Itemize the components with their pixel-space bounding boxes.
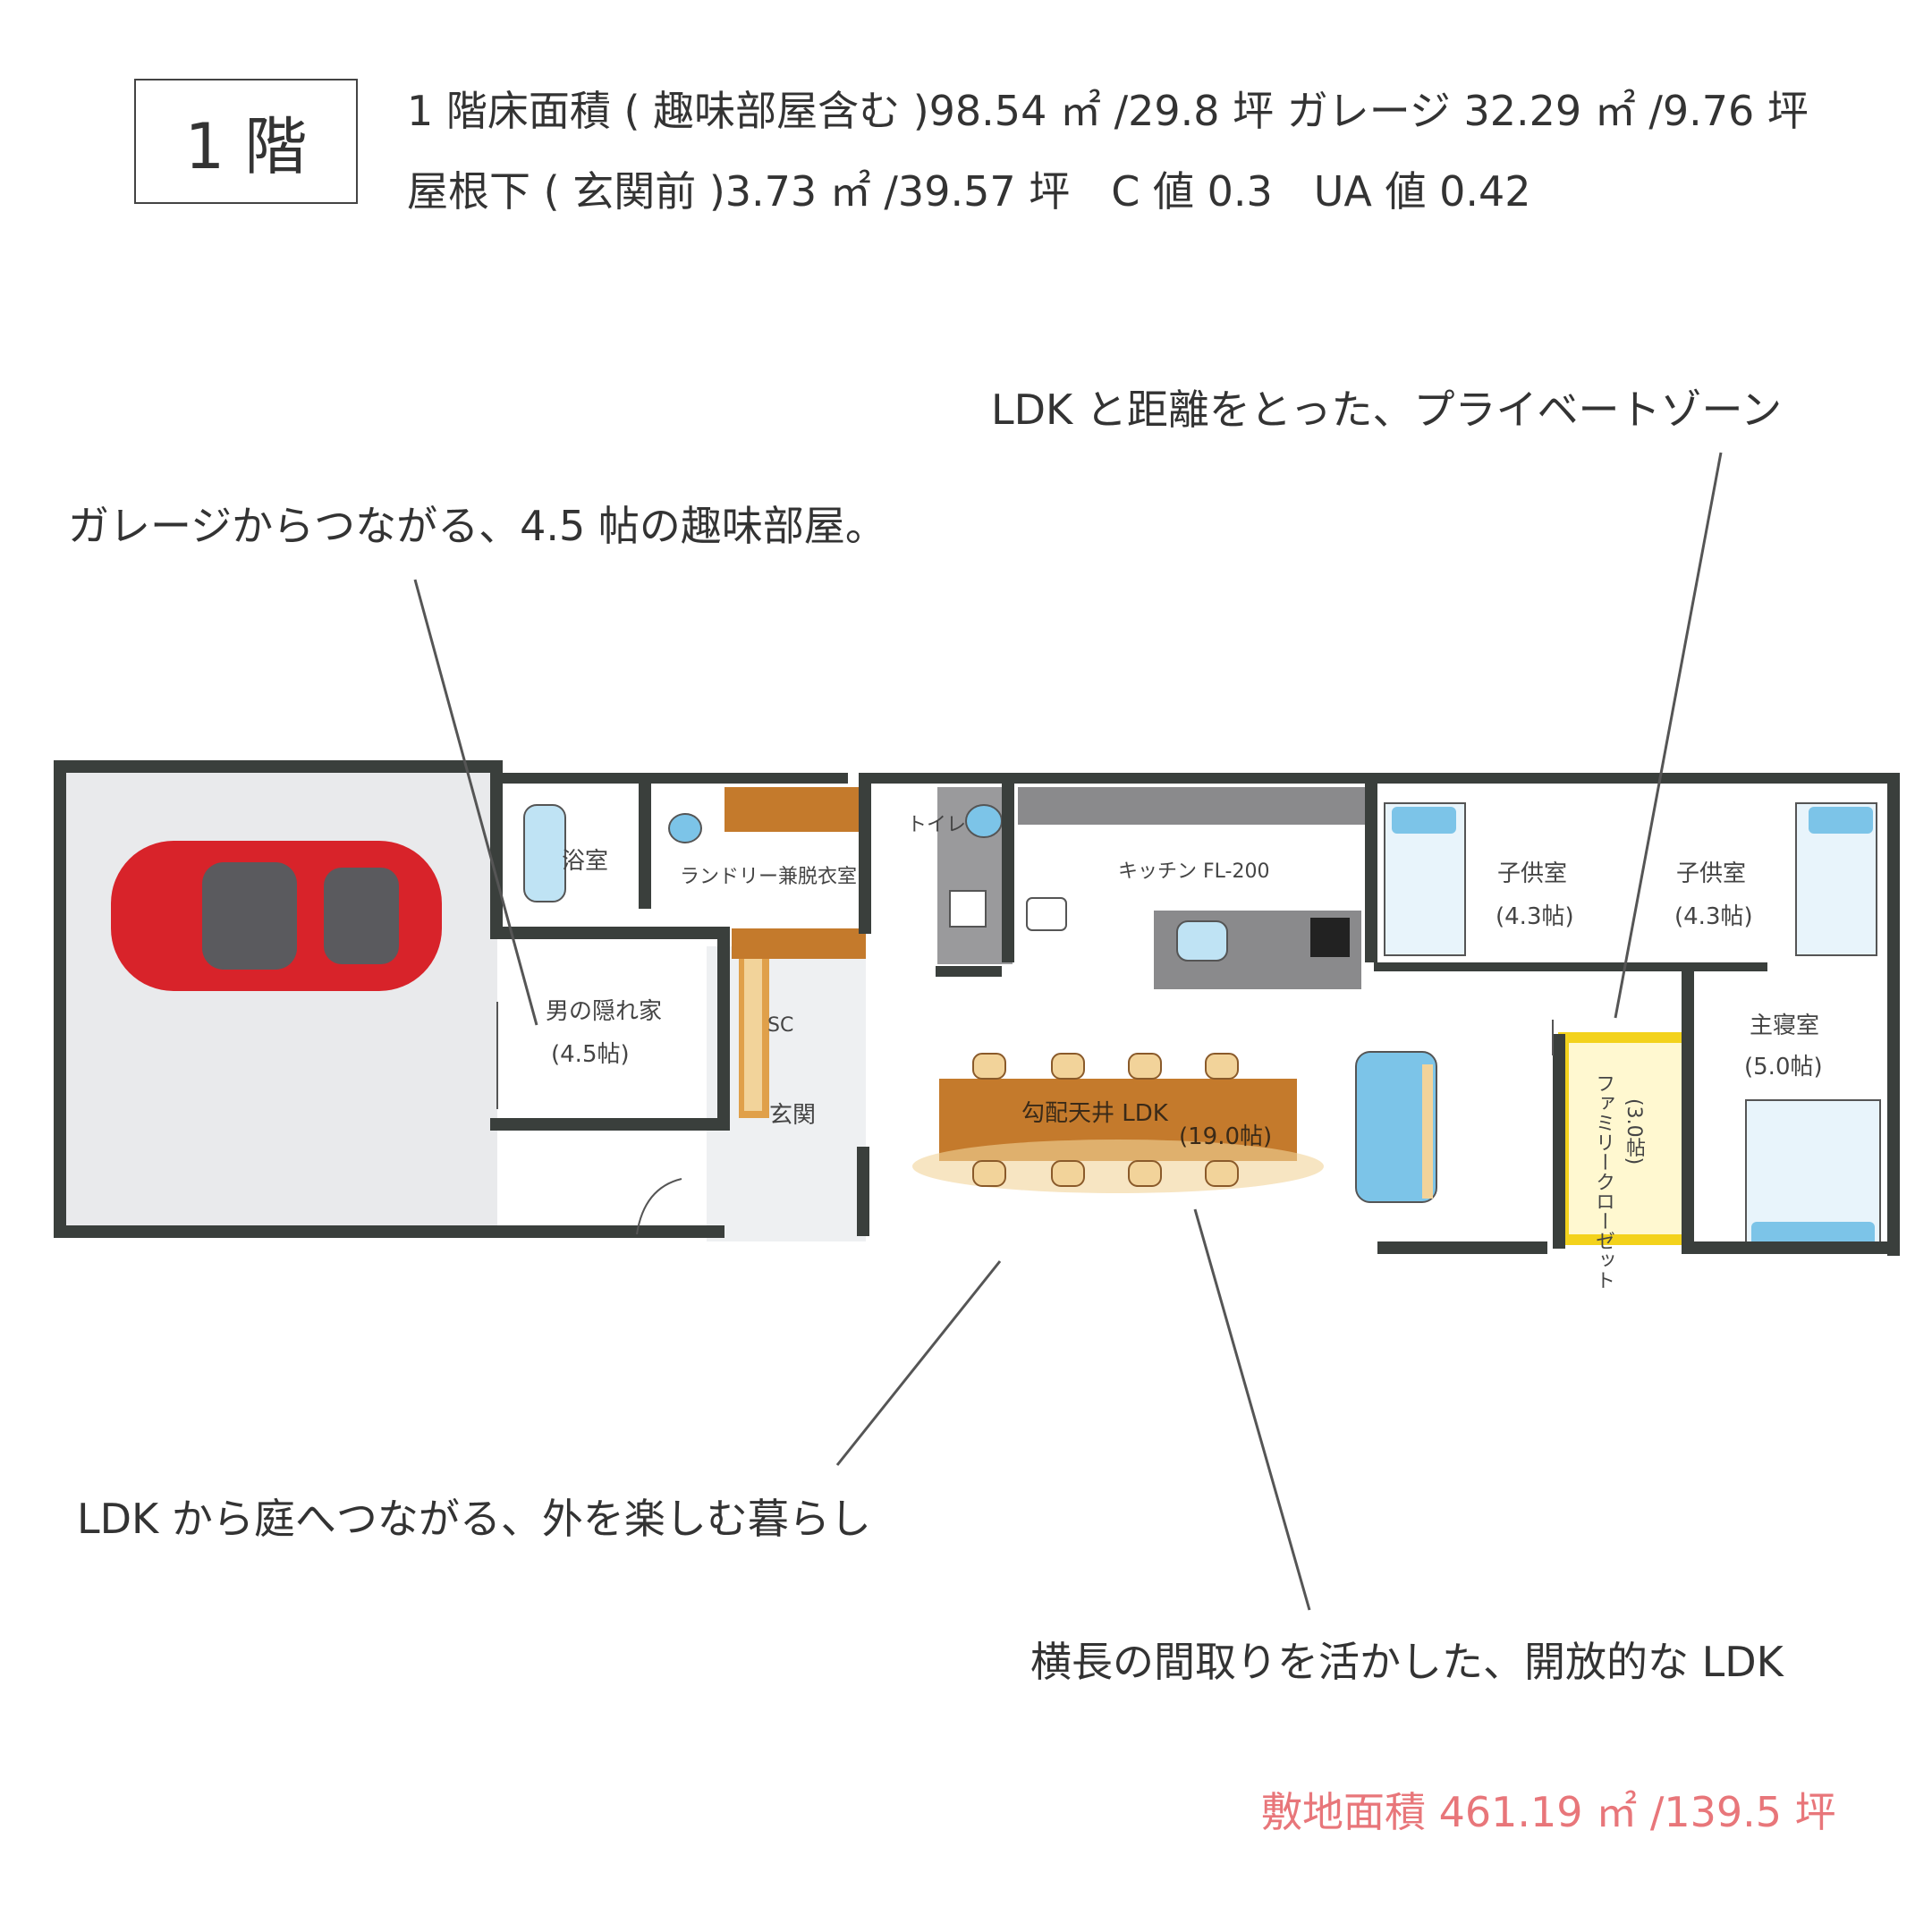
laundry-shelf [724,787,859,832]
floor-label: 1 階 [184,109,308,183]
shoe-closet-highlight [744,959,762,1111]
room-label-child1-size: (4.3帖) [1496,903,1574,930]
bathtub [523,804,566,902]
kitchen-stove [1310,918,1350,957]
room-label-family-closet-size: (3.0帖) [1623,1098,1645,1165]
room-label-hideout: 男の隠れ家 [546,998,663,1025]
room-label-master: 主寝室 [1750,1013,1820,1039]
room-label-hideout-size: (4.5帖) [551,1041,630,1068]
laundry-basin [668,813,702,843]
room-label-ldk-size: (19.0帖) [1179,1123,1273,1150]
room-label-child2: 子供室 [1676,860,1747,887]
sofa-shadow [1422,1064,1433,1199]
family-closet [1558,1032,1694,1245]
dining-chairs [972,1053,1239,1187]
kitchen-back-counter [1018,787,1367,825]
child2-pillow [1809,807,1873,834]
room-label-kitchen: キッチン FL-200 [1118,860,1270,883]
walls [54,760,1900,1256]
callout-hobby-room: ガレージからつながる、4.5 帖の趣味部屋。 [68,502,886,550]
toilet-fixture [965,804,1003,838]
hall-shelf [732,928,866,959]
callout-leaders [413,452,1723,1611]
floor-label-box: 1 階 [134,79,358,204]
room-label-sc: SC [767,1014,794,1037]
callout-private-zone: LDK と距離をとった、プライベートゾーン [991,386,1783,434]
child1-pillow [1392,807,1456,834]
kitchen-bin [1026,897,1067,931]
room-label-laundry: ランドリー兼脱衣室 [680,866,858,888]
callout-open-ldk: 横長の間取りを活かした、開放的な LDK [1030,1638,1784,1686]
red-car [111,841,442,991]
room-label-child2-size: (4.3帖) [1674,903,1753,930]
room-label-toilet: トイレ [907,814,967,836]
door-marks [496,1002,1554,1235]
room-label-bath: 浴室 [562,848,609,875]
washbasin [949,890,987,928]
room-label-entrance: 玄関 [769,1102,817,1129]
room-label-ldk: 勾配天井 LDK [1021,1100,1168,1127]
kitchen-sink [1176,920,1228,962]
garage-floor [57,769,497,1236]
spec-line-1: 1 階床面積 ( 趣味部屋含む )98.54 ㎡ /29.8 坪 ガレージ 32… [407,87,1809,135]
entrance-floor [707,946,866,1241]
room-label-master-size: (5.0帖) [1744,1054,1823,1080]
room-label-family-closet: ファミリークローゼット [1592,1073,1614,1290]
room-label-child1: 子供室 [1497,860,1568,887]
sofa [1355,1051,1437,1203]
spec-line-2: 屋根下 ( 玄関前 )3.73 ㎡ /39.57 坪 C 値 0.3 UA 値 … [407,167,1531,216]
site-area: 敷地面積 461.19 ㎡ /139.5 坪 [1261,1788,1836,1836]
callout-garden: LDK から庭へつながる、外を楽しむ暮らし [77,1495,871,1543]
